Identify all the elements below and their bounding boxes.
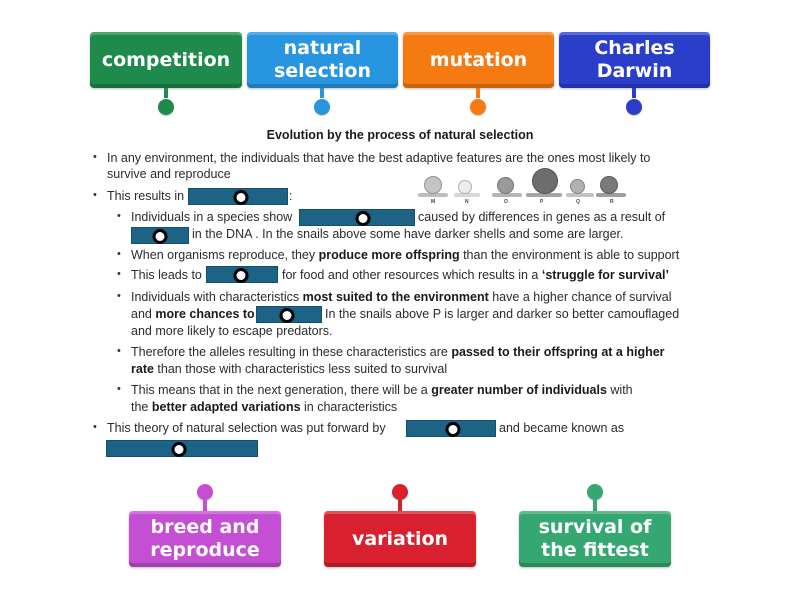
snail-label: M	[431, 199, 436, 205]
drag-knob-natural-selection[interactable]	[314, 99, 330, 115]
text-bold: rate	[131, 362, 154, 376]
drag-knob-charles-darwin[interactable]	[626, 99, 642, 115]
tile-stem	[398, 499, 402, 512]
drop-target-icon	[445, 422, 461, 437]
drop-zone-7[interactable]	[106, 440, 258, 457]
bullet: •	[117, 383, 121, 395]
text-span: and	[131, 307, 152, 321]
drop-zone-6[interactable]	[406, 420, 496, 437]
text-line: caused by differences in genes as a resu…	[418, 210, 666, 224]
snail-q-icon	[566, 175, 594, 197]
text-line: and more chances to	[131, 306, 255, 322]
drop-zone-5[interactable]	[256, 306, 322, 323]
text-bold: better adapted variations	[151, 400, 301, 414]
text-line: This theory of natural selection was put…	[107, 421, 386, 435]
text-span: the	[131, 400, 149, 414]
drop-target-icon	[152, 229, 168, 244]
text-line: In any environment, the individuals that…	[107, 151, 651, 165]
tile-stem	[593, 499, 597, 512]
snail-label: N	[465, 199, 469, 205]
text-line: Individuals with characteristics most su…	[131, 289, 672, 305]
text-line: and became known as	[499, 421, 625, 435]
snail-label: R	[610, 199, 614, 205]
snails-illustration: M N O P Q R	[416, 167, 628, 205]
bullet: •	[117, 290, 121, 302]
tile-competition[interactable]: competition	[90, 32, 242, 88]
text-bold: passed to their offspring at a higher	[451, 345, 665, 359]
bullet: •	[93, 151, 97, 163]
worksheet-title: Evolution by the process of natural sele…	[266, 128, 534, 142]
tile-stem	[203, 499, 207, 512]
text-line: the better adapted variations in charact…	[131, 399, 397, 415]
text-line: In the snails above P is larger and dark…	[325, 307, 680, 321]
tile-survival-of-the-fittest[interactable]: survival of the fittest	[519, 511, 671, 567]
bullet: •	[93, 421, 97, 433]
snail-label: O	[504, 199, 508, 205]
tile-stem	[320, 88, 324, 98]
snail-label: P	[540, 199, 544, 205]
drag-knob-variation[interactable]	[392, 484, 408, 500]
drag-knob-mutation[interactable]	[470, 99, 486, 115]
tile-mutation[interactable]: mutation	[403, 32, 554, 88]
tile-variation[interactable]: variation	[324, 511, 476, 567]
text-span: When organisms reproduce, they	[131, 248, 316, 262]
bullet: •	[117, 345, 121, 357]
text-line: :	[289, 189, 293, 203]
tile-stem	[476, 88, 480, 98]
drop-zone-4[interactable]	[206, 266, 278, 283]
text-line: When organisms reproduce, they produce m…	[131, 247, 679, 263]
bullet: •	[93, 189, 97, 201]
text-line: This leads to	[131, 268, 202, 282]
drop-zone-2[interactable]	[299, 209, 415, 226]
tile-natural-selection[interactable]: natural selection	[247, 32, 398, 88]
text-span: with	[610, 383, 633, 397]
text-bold: greater number of individuals	[431, 383, 607, 397]
text-line: in the DNA . In the snails above some ha…	[192, 227, 624, 241]
text-span: This means that in the next generation, …	[131, 383, 428, 397]
text-bold: more chances to	[155, 307, 255, 321]
drop-zone-1[interactable]	[188, 188, 288, 205]
drag-knob-breed-and-reproduce[interactable]	[197, 484, 213, 500]
text-span: in characteristics	[304, 400, 398, 414]
snail-r-icon	[596, 173, 626, 197]
text-line: This results in	[107, 189, 185, 203]
tile-stem	[632, 88, 636, 98]
text-span: have a higher chance of survival	[492, 290, 672, 304]
text-bold: ‘struggle for survival’	[541, 268, 669, 282]
text-span: Individuals with characteristics	[131, 290, 300, 304]
bullet: •	[117, 210, 121, 222]
tile-breed-and-reproduce[interactable]: breed and reproduce	[129, 511, 281, 567]
text-span: than those with characteristics less sui…	[157, 362, 448, 376]
text-bold: most suited to the environment	[302, 290, 489, 304]
tile-stem	[164, 88, 168, 98]
bullet: •	[117, 248, 121, 260]
snail-p-icon	[526, 167, 562, 197]
snail-label: Q	[576, 199, 580, 205]
text-span: Therefore the alleles resulting in these…	[131, 345, 448, 359]
bullet: •	[117, 268, 121, 280]
drop-target-icon	[233, 268, 249, 283]
drop-target-icon	[355, 211, 371, 226]
text-line: for food and other resources which resul…	[282, 267, 669, 283]
text-bold: produce more offspring	[318, 248, 460, 262]
text-line: Therefore the alleles resulting in these…	[131, 344, 665, 360]
drop-target-icon	[171, 442, 187, 457]
text-line: and more likely to escape predators.	[131, 324, 333, 338]
text-span: than the environment is able to support	[463, 248, 680, 262]
text-span: for food and other resources which resul…	[282, 268, 539, 282]
snail-m-icon	[418, 173, 448, 197]
drop-target-icon	[233, 190, 249, 205]
text-line: survive and reproduce	[107, 167, 231, 181]
tile-charles-darwin[interactable]: Charles Darwin	[559, 32, 710, 88]
text-line: Individuals in a species show	[131, 210, 293, 224]
drop-target-icon	[279, 308, 295, 323]
drag-knob-survival-of-the-fittest[interactable]	[587, 484, 603, 500]
text-line: This means that in the next generation, …	[131, 382, 633, 398]
text-line: rate than those with characteristics les…	[131, 361, 447, 377]
drop-zone-3[interactable]	[131, 227, 189, 244]
snail-o-icon	[492, 173, 522, 197]
snail-n-icon	[454, 175, 480, 197]
drag-knob-competition[interactable]	[158, 99, 174, 115]
